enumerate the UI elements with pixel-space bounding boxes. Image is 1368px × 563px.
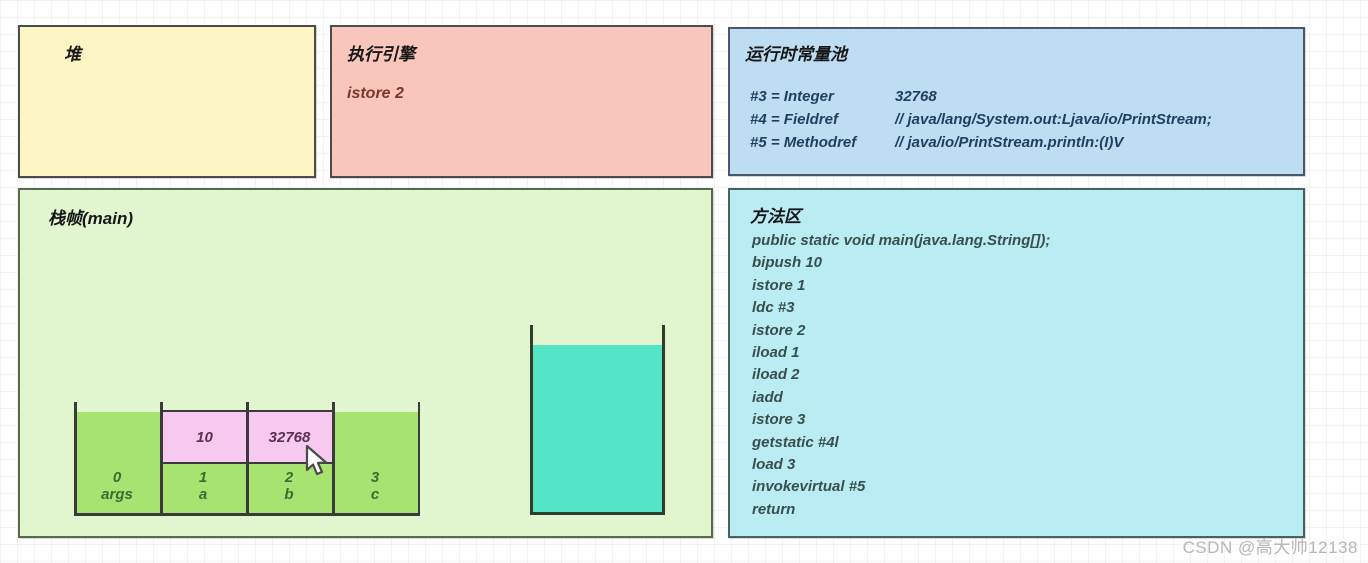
constant-pool-title: 运行时常量池 bbox=[745, 45, 847, 64]
slot-index: 0 bbox=[112, 469, 122, 486]
table-divider bbox=[332, 402, 335, 516]
bytecode-line: invokevirtual #5 bbox=[752, 478, 866, 496]
local-variable-slot: 3 c bbox=[332, 460, 418, 512]
bytecode-line: getstatic #4l bbox=[752, 433, 839, 451]
execution-engine-box: 执行引擎 istore 2 bbox=[330, 25, 713, 178]
constant-value: // java/lang/System.out:Ljava/io/PrintSt… bbox=[895, 111, 1212, 128]
bytecode-line: return bbox=[752, 500, 796, 518]
execution-engine-title: 执行引擎 bbox=[347, 45, 415, 64]
slot-name: args bbox=[101, 486, 133, 503]
method-area-box: 方法区 public static void main(java.lang.St… bbox=[728, 188, 1305, 538]
constant-value: // java/io/PrintStream.println:(I)V bbox=[895, 134, 1124, 151]
table-wall bbox=[417, 402, 420, 516]
watermark: CSDN @高大帅12138 bbox=[1182, 538, 1358, 557]
constant-pool-entry: #5 = Methodref // java/io/PrintStream.pr… bbox=[750, 131, 1212, 154]
heap-box: 堆 bbox=[18, 25, 316, 178]
constant-pool-box: 运行时常量池 #3 = Integer 32768 #4 = Fieldref … bbox=[728, 27, 1305, 176]
slot-name: a bbox=[198, 486, 208, 503]
bytecode-line: ldc #3 bbox=[752, 299, 795, 317]
mouse-cursor-icon bbox=[303, 444, 331, 484]
current-instruction: istore 2 bbox=[347, 85, 404, 102]
local-variable-slot: 0 args bbox=[74, 460, 160, 512]
constant-value: 32768 bbox=[895, 88, 937, 105]
bytecode-line: istore 3 bbox=[752, 411, 806, 429]
operand-stack-floor bbox=[530, 512, 665, 515]
slot-index: 2 bbox=[284, 469, 294, 486]
constant-label: #4 = Fieldref bbox=[750, 111, 838, 128]
local-variable-slot: 1 a bbox=[160, 460, 246, 512]
operand-stack-wall bbox=[530, 325, 533, 515]
bytecode-line: iadd bbox=[752, 388, 783, 406]
table-floor bbox=[74, 513, 420, 516]
stack-frame-box: 栈帧(main) 10 32768 0 args 1 a 2 bbox=[18, 188, 713, 538]
method-area-title: 方法区 bbox=[750, 207, 801, 226]
operand-stack-fill bbox=[533, 345, 662, 512]
local-variable-value: 10 bbox=[196, 428, 213, 446]
local-variable-table: 10 32768 0 args 1 a 2 b 3 c bbox=[74, 402, 420, 516]
slot-name: c bbox=[370, 486, 380, 503]
bytecode-line: istore 2 bbox=[752, 321, 806, 339]
operand-stack-wall bbox=[662, 325, 665, 515]
bytecode-line: public static void main(java.lang.String… bbox=[752, 232, 1051, 249]
bytecode-line: iload 1 bbox=[752, 343, 800, 361]
bytecode-line: istore 1 bbox=[752, 276, 806, 294]
constant-pool-entry: #3 = Integer 32768 bbox=[750, 85, 1212, 108]
bytecode-line: iload 2 bbox=[752, 366, 800, 384]
bytecode-listing: public static void main(java.lang.String… bbox=[752, 232, 1050, 523]
constant-pool-entry: #4 = Fieldref // java/lang/System.out:Lj… bbox=[750, 108, 1212, 131]
bytecode-line: bipush 10 bbox=[752, 254, 823, 272]
constant-label: #3 = Integer bbox=[750, 88, 834, 105]
slot-index: 1 bbox=[198, 469, 208, 486]
heap-title: 堆 bbox=[64, 45, 81, 64]
local-variable-value: 32768 bbox=[268, 428, 311, 446]
slot-index: 3 bbox=[370, 469, 380, 486]
operand-stack bbox=[530, 325, 665, 515]
table-divider bbox=[246, 402, 249, 516]
stack-frame-title: 栈帧(main) bbox=[48, 209, 133, 228]
table-divider bbox=[160, 402, 163, 516]
local-variable-slot: 2 b bbox=[246, 460, 332, 512]
table-wall bbox=[74, 402, 77, 516]
bytecode-line: load 3 bbox=[752, 455, 796, 473]
constant-pool-entries: #3 = Integer 32768 #4 = Fieldref // java… bbox=[750, 85, 1212, 154]
slot-name: b bbox=[284, 486, 294, 503]
constant-label: #5 = Methodref bbox=[750, 134, 857, 151]
